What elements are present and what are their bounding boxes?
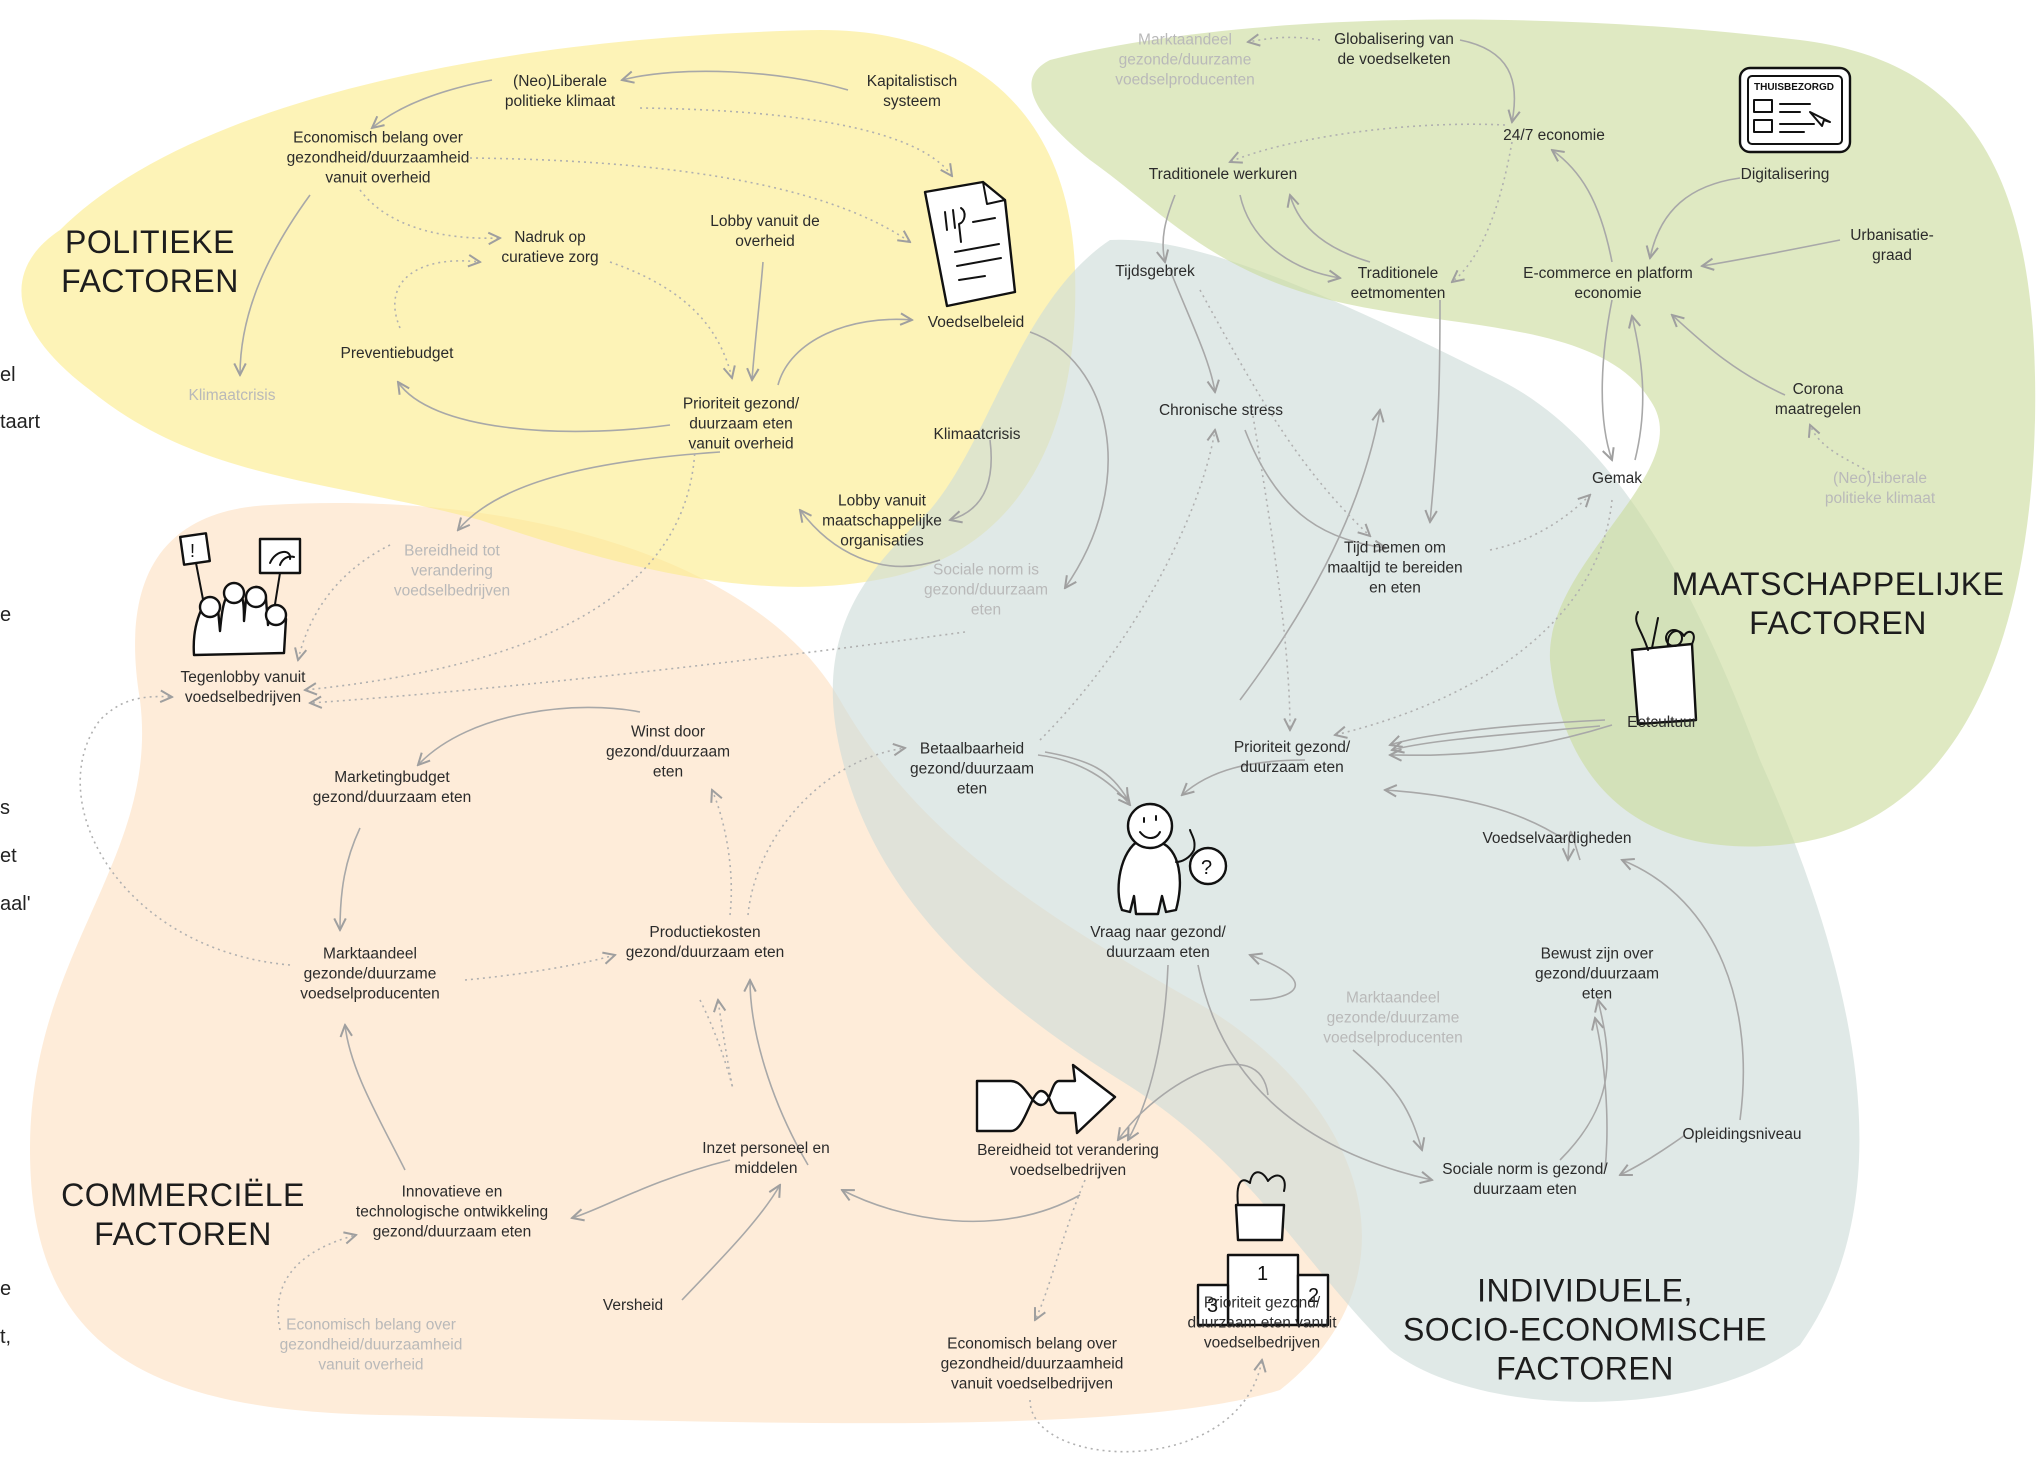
grocery-bag-icon	[1630, 611, 1698, 726]
node-prevention-budget: Preventiebudget	[340, 345, 454, 363]
tablet-header-text: THUISBEZORGD	[1754, 82, 1834, 93]
node-taking-time: Tijd nemen om maaltijd te bereiden en et…	[1327, 539, 1463, 596]
document-icon	[923, 180, 1017, 308]
node-traditional-mealtimes: Traditionele eetmomenten	[1350, 265, 1446, 302]
node-24-7-economy: 24/7 economie	[1503, 127, 1605, 145]
node-priority-government: Prioriteit gezond/ duurzaam eten vanuit …	[682, 395, 800, 452]
node-demand: Vraag naar gezond/ duurzaam eten	[1090, 924, 1226, 961]
node-capitalist-system: Kapitalistisch systeem	[866, 73, 958, 110]
heading-political: POLITIEKE FACTOREN	[61, 223, 239, 299]
node-ecommerce: E-commerce en platform economie	[1523, 265, 1693, 302]
node-education-level: Opleidingsniveau	[1682, 1126, 1802, 1144]
clipped-text: s	[0, 797, 10, 819]
node-social-norm-ghost: Sociale norm is gezond/duurzaam eten	[923, 561, 1049, 618]
node-chronic-stress: Chronische stress	[1158, 402, 1284, 420]
person-question-icon: ?	[1117, 802, 1228, 916]
node-marketing-budget: Marketingbudget gezond/duurzaam eten	[312, 769, 472, 806]
node-production-costs: Productiekosten gezond/duurzaam eten	[625, 924, 785, 961]
clipped-text: e	[0, 1278, 12, 1300]
podium-second-label: 2	[1308, 1285, 1319, 1307]
node-food-policy: Voedselbeleid	[927, 314, 1025, 332]
clipped-text: e	[0, 604, 12, 626]
zone-commercial	[30, 503, 1362, 1424]
node-globalization: Globalisering van de voedselketen	[1334, 31, 1454, 68]
change-arrow-icon	[975, 1063, 1117, 1135]
heading-individual: INDIVIDUELE, SOCIO-ECONOMISCHE FACTOREN	[1402, 1272, 1768, 1387]
node-corona-measures: Corona maatregelen	[1774, 381, 1862, 418]
node-urbanization: Urbanisatie- graad	[1850, 227, 1934, 264]
zone-individual	[832, 239, 1860, 1402]
podium-third-label: 3	[1207, 1295, 1218, 1317]
clipped-text: taart	[0, 411, 41, 433]
protest-sign-text: !	[190, 541, 195, 561]
node-awareness: Bewust zijn over gezond/duurzaam eten	[1534, 945, 1660, 1002]
node-economic-interest-companies: Economisch belang over gezondheid/duurza…	[940, 1335, 1124, 1392]
node-civil-society-lobby: Lobby vanuit maatschappelijke organisati…	[822, 492, 942, 549]
node-market-share-ghost-mid: Marktaandeel gezonde/duurzame voedselpro…	[1323, 989, 1463, 1046]
zone-political	[21, 30, 1076, 587]
node-priority-companies: Prioriteit gezond/ duurzaam eten vanuit …	[1187, 1294, 1337, 1351]
node-neoliberal-ghost: (Neo)Liberale politieke klimaat	[1824, 470, 1936, 507]
clipped-text: et	[0, 845, 17, 867]
node-curative-care: Nadruk op curatieve zorg	[501, 229, 599, 266]
node-market-share: Marktaandeel gezonde/duurzame voedselpro…	[300, 945, 440, 1002]
clipped-text: t,	[0, 1326, 12, 1348]
node-climate-crisis-ghost: Klimaatcrisis	[188, 387, 276, 405]
protest-icon: !	[178, 532, 302, 657]
node-food-culture: Eetcultuur	[1627, 714, 1697, 732]
node-counter-lobby: Tegenlobby vanuit voedselbedrijven	[180, 669, 306, 706]
tablet-shop-icon: THUISBEZORGD	[1738, 66, 1852, 154]
node-lack-of-time: Tijdsgebrek	[1115, 263, 1195, 281]
node-convenience: Gemak	[1592, 470, 1642, 488]
heading-commercial: COMMERCIËLE FACTOREN	[61, 1176, 305, 1252]
node-market-share-ghost-top: Marktaandeel gezonde/duurzame voedselpro…	[1115, 31, 1255, 88]
node-staff-resources: Inzet personeel en middelen	[702, 1140, 830, 1177]
node-traditional-working-hours: Traditionele werkuren	[1148, 166, 1298, 184]
node-government-lobby: Lobby vanuit de overheid	[710, 213, 820, 250]
node-social-norm: Sociale norm is gezond/ duurzaam eten	[1442, 1161, 1608, 1198]
podium-first-label: 1	[1257, 1263, 1268, 1285]
node-affordability: Betaalbaarheid gezond/duurzaam eten	[909, 740, 1035, 797]
node-profit: Winst door gezond/duurzaam eten	[605, 723, 731, 780]
heading-societal: MAATSCHAPPELIJKE FACTOREN	[1671, 565, 2005, 641]
clipped-text: el	[0, 364, 16, 386]
node-willingness-ghost: Bereidheid tot verandering voedselbedrij…	[393, 542, 511, 599]
clipped-text: aal'	[0, 893, 31, 915]
node-priority-individual: Prioriteit gezond/ duurzaam eten	[1233, 739, 1351, 776]
node-economic-interest-government: Economisch belang over gezondheid/duurza…	[286, 129, 470, 186]
node-innovation: Innovatieve en technologische ontwikkeli…	[355, 1183, 549, 1240]
node-willingness-companies: Bereidheid tot verandering voedselbedrij…	[977, 1142, 1159, 1179]
node-climate-crisis: Klimaatcrisis	[933, 426, 1021, 444]
node-neoliberal-climate: (Neo)Liberale politieke klimaat	[504, 73, 616, 110]
zone-societal	[1031, 19, 2036, 847]
causal-edges	[79, 37, 1881, 1453]
podium-icon: 1 2 3	[1196, 1171, 1330, 1327]
node-economic-interest-government-ghost: Economisch belang over gezondheid/duurza…	[279, 1316, 463, 1373]
svg-text:?: ?	[1201, 857, 1212, 879]
factor-zones	[21, 19, 2036, 1424]
node-digitalization: Digitalisering	[1740, 166, 1830, 184]
node-freshness: Versheid	[602, 1297, 664, 1315]
node-food-skills: Voedselvaardigheden	[1482, 830, 1632, 848]
